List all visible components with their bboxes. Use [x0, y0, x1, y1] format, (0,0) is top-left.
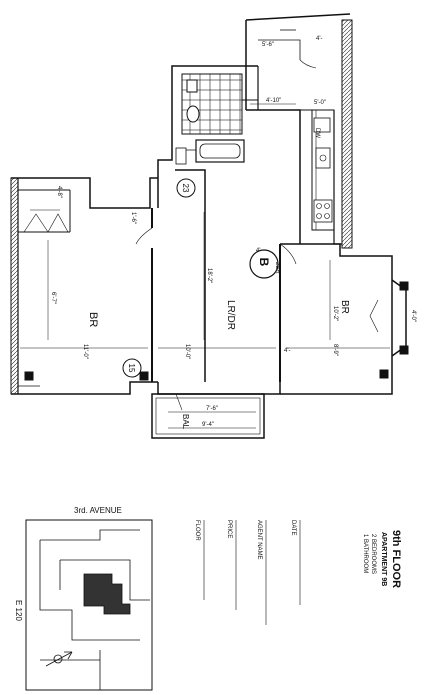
dim-lr-depth: 18'-2"	[206, 268, 212, 283]
key-plan: 3rd. AVENUE E 120	[14, 506, 153, 691]
room-label-bal: BAL	[181, 414, 190, 430]
dim-closet-small: 1'-6"	[130, 212, 136, 224]
dim-br-left-depth: 6'-7"	[50, 292, 56, 304]
form-field-date: DATE	[290, 520, 301, 605]
form-field-floor: FLOOR	[194, 520, 205, 600]
svg-text:2BR: 2BR	[274, 262, 280, 274]
apartment-heading: APARTMENT 9B	[380, 532, 387, 586]
wall-left-outer	[10, 177, 19, 395]
dim-small-a: 4'-	[316, 36, 322, 42]
room-label-br-left: BR	[87, 312, 99, 327]
apartment-badge: B 2BR	[249, 249, 280, 279]
bathroom-tile	[181, 73, 243, 135]
wall-right-outer	[341, 19, 353, 249]
keyplan-highlight	[83, 573, 131, 615]
dimension-lines	[20, 103, 390, 429]
dim-bath-width: 4'-10"	[266, 98, 281, 104]
appliance-label-dw: DW	[314, 128, 320, 138]
svg-text:15: 15	[127, 364, 136, 373]
dim-closet-left: 4'-8"	[56, 186, 62, 198]
svg-text:B: B	[257, 258, 271, 267]
room-label-lr-dr: LR/DR	[225, 300, 236, 330]
keyplan-avenue: 3rd. AVENUE	[74, 506, 122, 515]
north-arrow-icon	[45, 651, 73, 667]
balcony-outline	[151, 393, 265, 439]
keyplan-street: E 120	[14, 600, 23, 621]
dim-br-left-width: 11'-0"	[82, 344, 88, 359]
svg-text:23: 23	[181, 184, 190, 193]
info-block: 9th FLOOR APARTMENT 9B 2 BEDROOMS 1 BATH…	[194, 520, 402, 625]
floor-heading: 9th FLOOR	[390, 530, 402, 588]
dim-bal-inner: 9'-4"	[202, 422, 214, 428]
svg-text:AGENT NAME: AGENT NAME	[256, 520, 262, 560]
dim-lr-width: 10'-0"	[184, 344, 190, 359]
svg-text:DATE: DATE	[290, 520, 296, 536]
svg-text:PRICE: PRICE	[226, 520, 232, 538]
svg-text:FLOOR: FLOOR	[194, 520, 200, 541]
unit-marker-23: 23	[176, 178, 196, 198]
dim-br-right-width: 8'-9"	[332, 344, 338, 356]
bedrooms-text: 2 BEDROOMS	[370, 534, 376, 574]
form-field-agent-name: AGENT NAME	[256, 520, 267, 625]
bathroom-text: 1 BATHROOM	[362, 534, 368, 573]
dim-kitchen-top: 5'-6"	[262, 42, 274, 48]
room-label-br-right: BR	[339, 300, 350, 314]
dim-kitchen-mid: 5'-0"	[314, 100, 326, 106]
dim-small-c: 4'-	[284, 348, 290, 354]
dim-bal-outer: 7'-6"	[206, 406, 218, 412]
keyplan-frame	[25, 519, 153, 691]
form-field-price: PRICE	[226, 520, 237, 610]
unit-marker-15: 15	[122, 358, 142, 378]
dim-br-right-depth: 10'-2"	[332, 306, 338, 321]
dim-bay-right: 4'-0"	[410, 310, 416, 322]
walls	[10, 13, 409, 439]
